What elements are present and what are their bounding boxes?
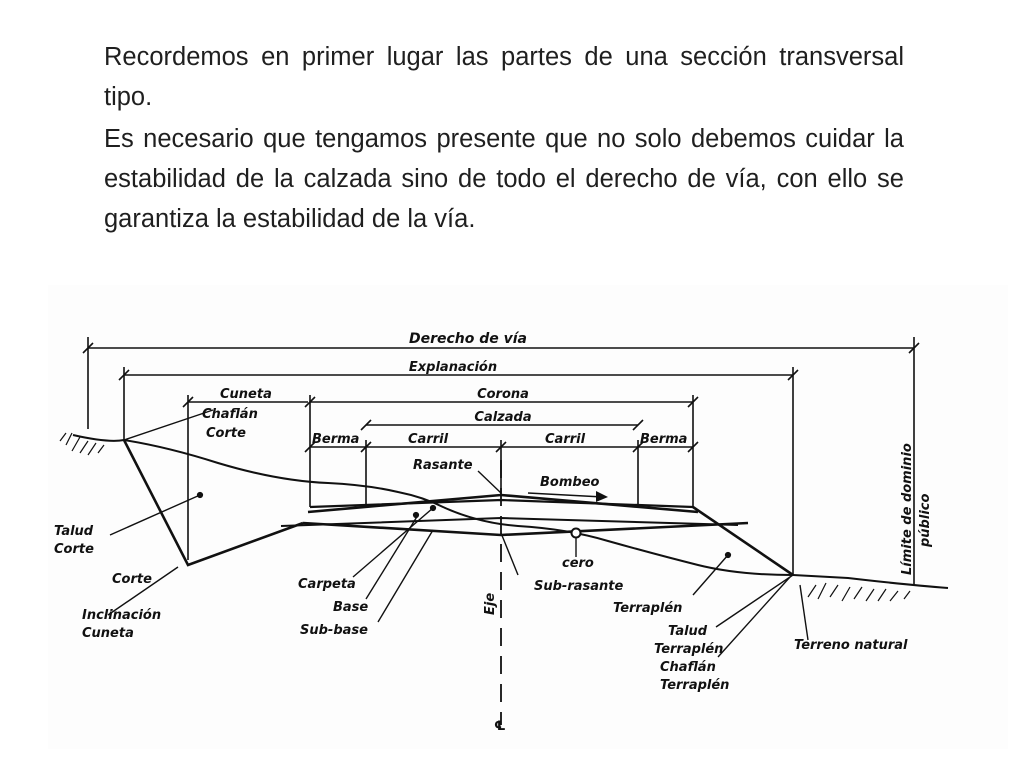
label-terreno-natural: Terreno natural <box>794 638 908 653</box>
label-limite-1: Límite de dominio <box>900 443 915 575</box>
cross-section-diagram: Derecho de vía Explanación Cuneta Chaflá… <box>48 285 1008 749</box>
label-base: Base <box>333 600 368 615</box>
label-terraplen: Terraplén <box>613 601 682 616</box>
label-eje: Eje <box>483 593 498 615</box>
label-corona: Corona <box>477 387 529 402</box>
label-carril-left: Carril <box>408 432 449 447</box>
label-inclinacion-1: Inclinación <box>82 608 161 623</box>
label-rasante: Rasante <box>413 458 473 473</box>
label-chaflan-terraplen-2: Terraplén <box>660 678 729 693</box>
stability-paragraph: Es necesario que tengamos presente que n… <box>104 125 904 233</box>
label-cuneta: Cuneta <box>220 387 272 402</box>
cross-section-svg: Derecho de vía Explanación Cuneta Chaflá… <box>54 331 949 734</box>
label-talud-terraplen-2: Terraplén <box>654 642 723 657</box>
centerline-symbol: ℄ <box>494 719 506 734</box>
label-carril-right: Carril <box>545 432 586 447</box>
label-chaflan: Chaflán <box>202 407 258 422</box>
label-bombeo: Bombeo <box>540 475 600 490</box>
label-derecho-de-via: Derecho de vía <box>409 331 527 347</box>
label-chaflan-terraplen-1: Chaflán <box>660 660 716 675</box>
label-berma-left: Berma <box>312 432 359 447</box>
label-explanacion: Explanación <box>409 360 497 375</box>
terrain-and-prism <box>72 434 949 725</box>
label-cero: cero <box>562 556 594 571</box>
label-inclinacion-2: Cuneta <box>82 626 134 641</box>
label-limite-2: público <box>918 494 933 548</box>
label-talud-terraplen-1: Talud <box>668 624 708 639</box>
ground-hatching <box>59 432 911 602</box>
label-talud-corte-1: Talud <box>54 524 94 539</box>
leader-lines <box>107 409 809 658</box>
label-sub-rasante: Sub-rasante <box>534 579 623 594</box>
label-calzada: Calzada <box>474 410 531 425</box>
label-berma-right: Berma <box>640 432 687 447</box>
label-sub-base: Sub-base <box>300 623 368 638</box>
dimension-lines <box>82 337 920 585</box>
intro-paragraph: Recordemos en primer lugar las partes de… <box>104 43 904 111</box>
label-corte: Corte <box>206 426 246 441</box>
label-carpeta: Carpeta <box>298 577 356 592</box>
label-corte-bottom: Corte <box>112 572 152 587</box>
label-talud-corte-2: Corte <box>54 542 94 557</box>
